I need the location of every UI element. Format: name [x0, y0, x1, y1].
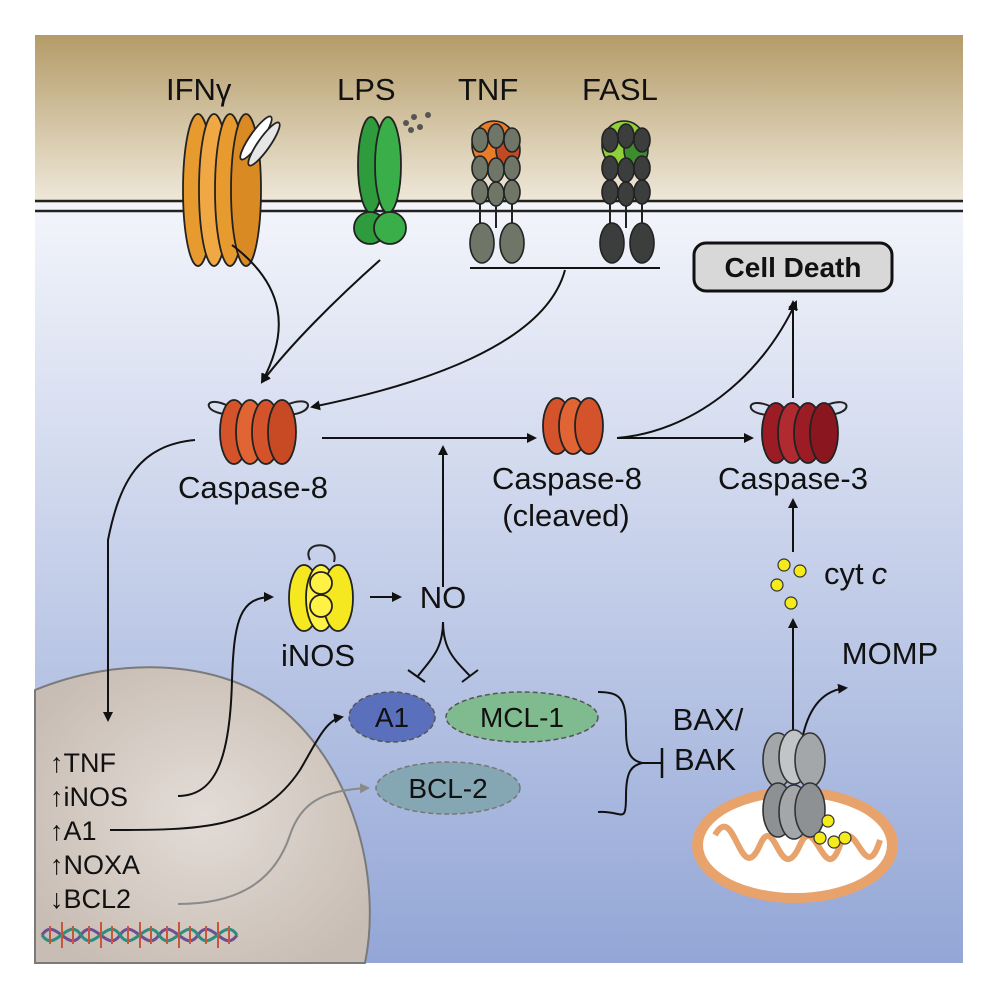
gene-arrow: ↓ [50, 884, 64, 914]
gene-arrow: ↑ [50, 748, 64, 778]
nucleus-gene-list: ↑TNF ↑iNOS ↑A1 ↑NOXA ↓BCL2 [50, 748, 140, 914]
lps-receptor-icon [353, 112, 431, 245]
label-no: NO [420, 580, 467, 615]
gene-name: TNF [64, 748, 116, 778]
cytochrome-c-dots-icon [770, 558, 807, 610]
cell-death-label: Cell Death [725, 252, 862, 283]
dna-helix-icon [40, 922, 239, 948]
label-cytc-text: cyt [824, 556, 864, 591]
label-inos: iNOS [281, 638, 355, 673]
mito-cytc-dots-icon [813, 814, 852, 849]
bcl2-gene-arrow [177, 783, 370, 905]
gene-name: BCL2 [64, 884, 132, 914]
caspase8-icon [207, 399, 309, 465]
gene-arrow: ↑ [50, 782, 64, 812]
label-lps: LPS [337, 72, 396, 107]
label-bak: BAK [674, 742, 736, 777]
gene-inos: ↑iNOS [50, 782, 128, 812]
gene-tnf: ↑TNF [50, 748, 116, 778]
label-fasl: FASL [582, 72, 658, 107]
inos-icon [288, 544, 354, 632]
label-bax: BAX/ [673, 702, 744, 737]
caspase3-icon [749, 401, 848, 464]
mitochondrion-icon [692, 787, 898, 903]
a1-protein: A1 [348, 691, 436, 743]
label-momp: MOMP [842, 636, 938, 671]
label-caspase3: Caspase-3 [718, 461, 868, 496]
bax-bak-pore-icon [762, 729, 826, 840]
fas-receptor-icon [599, 120, 655, 264]
nucleus-output-arrows [109, 592, 344, 831]
label-ifng: IFNγ [166, 72, 232, 107]
receptor-to-caspase8-arrows [231, 244, 566, 411]
caspase8-cleaved-icon [542, 397, 604, 455]
cell-death-box: Cell Death [692, 241, 894, 293]
gene-arrow: ↑ [50, 850, 64, 880]
mcl1-protein: MCL-1 [445, 691, 599, 743]
nucleus [34, 666, 371, 964]
gene-noxa: ↑NOXA [50, 850, 140, 880]
caspase-cascade-arrows [322, 300, 848, 736]
label-caspase8: Caspase-8 [178, 470, 328, 505]
label-a1: A1 [375, 702, 409, 733]
gene-name: A1 [64, 816, 97, 846]
label-caspase8-cleaved-2: (cleaved) [502, 498, 630, 533]
gene-a1: ↑A1 [50, 816, 97, 846]
label-cytc-italic: c [872, 556, 888, 591]
bcl2-protein: BCL-2 [375, 761, 521, 815]
gene-name: iNOS [64, 782, 129, 812]
caspase8-to-nucleus-arrow [103, 439, 196, 722]
label-mcl1: MCL-1 [480, 702, 564, 733]
gene-name: NOXA [64, 850, 141, 880]
gene-bcl2: ↓BCL2 [50, 884, 131, 914]
label-tnf: TNF [458, 72, 518, 107]
ifng-receptor-icon [182, 113, 281, 267]
bcl2-family-brace [597, 691, 664, 816]
gene-arrow: ↑ [50, 816, 64, 846]
no-inhibition-lines [407, 621, 479, 683]
tnf-receptor-icon [469, 120, 525, 264]
label-bcl2: BCL-2 [408, 773, 487, 804]
label-caspase8-cleaved-1: Caspase-8 [492, 461, 642, 496]
